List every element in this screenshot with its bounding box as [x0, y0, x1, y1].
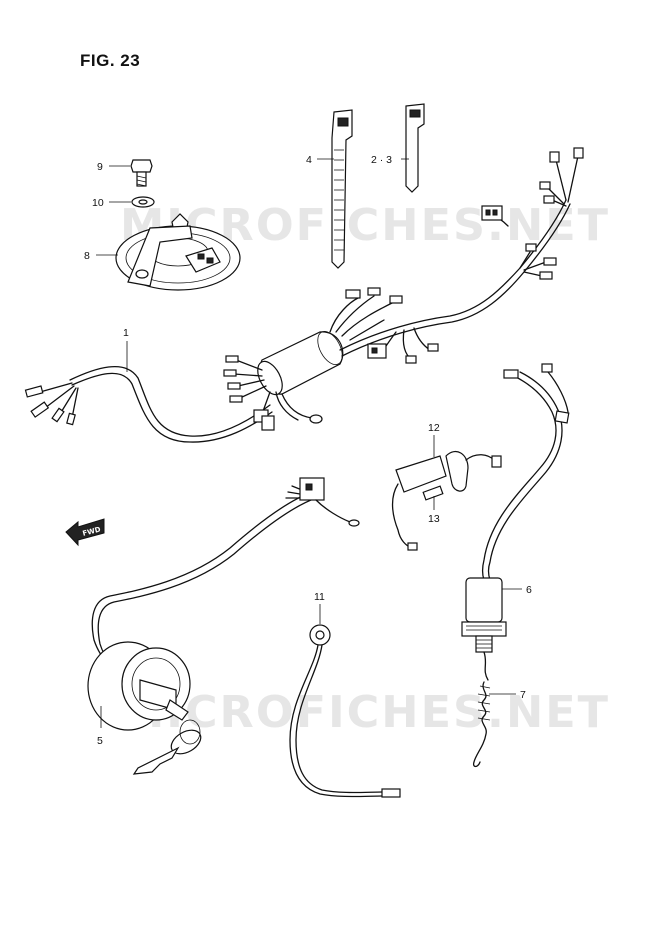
callout-11: 11	[314, 591, 325, 603]
fuse	[422, 485, 444, 501]
callout-8: 8	[84, 250, 90, 262]
callout-12: 12	[428, 422, 440, 434]
callout-6: 6	[526, 584, 532, 596]
callout-2-3: 2 · 3	[371, 154, 392, 166]
callouts: 1 2 · 3 4 5 6 7 8 9 10 11 12 13	[84, 154, 532, 747]
callout-10: 10	[92, 197, 104, 209]
horn	[115, 213, 241, 291]
callout-5: 5	[97, 735, 103, 747]
ignition-switch	[87, 477, 360, 775]
cable-tie-short	[405, 103, 425, 193]
stop-switch	[461, 363, 570, 653]
fwd-arrow: FWD	[65, 518, 105, 547]
harness-sleeve	[257, 331, 344, 396]
figure-title: FIG. 23	[80, 51, 141, 70]
callout-7: 7	[520, 689, 526, 701]
wiring-harness	[24, 147, 584, 443]
washer	[131, 196, 155, 208]
ground-lead	[289, 624, 401, 798]
bolt	[130, 159, 153, 187]
callout-9: 9	[97, 161, 103, 173]
callout-1: 1	[123, 327, 129, 339]
fuse-holder	[391, 451, 502, 551]
spring	[472, 651, 491, 768]
watermark-bottom: MICROFICHES.NET	[120, 687, 610, 738]
cable-tie-long	[331, 109, 353, 269]
callout-4: 4	[306, 154, 312, 166]
callout-13: 13	[428, 513, 440, 525]
